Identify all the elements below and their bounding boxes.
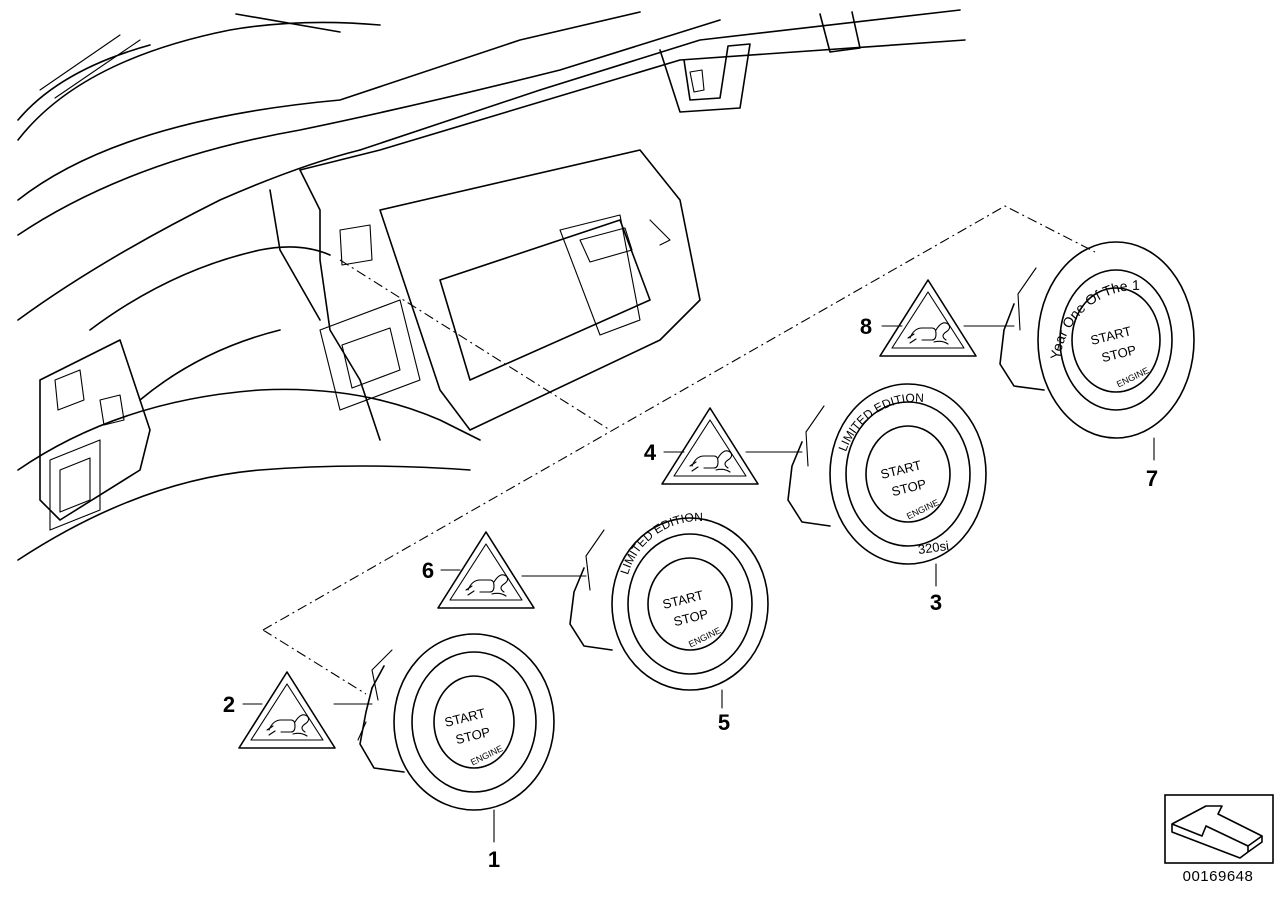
dashboard-illustration: [17, 9, 966, 561]
callout-5: 5: [718, 710, 730, 735]
button-7-stop-label: STOP: [1100, 342, 1138, 365]
button-7-engine-label: ENGINE: [1115, 365, 1150, 389]
orientation-arrow-icon: [1164, 794, 1274, 864]
diagram-reference-number: 00169648: [1182, 868, 1254, 885]
button-3-model-label: 320si: [917, 538, 950, 557]
group-frame: [262, 205, 1096, 695]
warning-label-6: [437, 531, 535, 609]
button-1-engine-label: ENGINE: [469, 743, 504, 767]
button-5-stop-label: STOP: [672, 606, 710, 629]
warning-label-4: [661, 407, 759, 485]
start-stop-button-7: Year One Of The 1 START STOP ENGINE: [999, 241, 1195, 439]
warning-label-2: [238, 671, 336, 749]
callout-3: 3: [930, 590, 942, 615]
callout-6: 6: [422, 558, 434, 583]
button-3-stop-label: STOP: [890, 476, 928, 499]
start-stop-button-3: LIMITED EDITION START STOP ENGINE 320si: [787, 383, 987, 565]
plug-icon: [689, 450, 733, 473]
callout-1: 1: [488, 847, 500, 872]
plug-icon: [907, 322, 951, 345]
callout-8: 8: [860, 314, 872, 339]
button-5-engine-label: ENGINE: [687, 625, 722, 649]
button-3-engine-label: ENGINE: [905, 497, 940, 521]
plug-icon: [266, 714, 310, 737]
callout-4: 4: [644, 440, 657, 465]
callout-2: 2: [223, 692, 235, 717]
leader-lines: [242, 325, 1155, 843]
start-stop-button-1: START STOP ENGINE: [357, 633, 555, 811]
plug-icon: [465, 574, 509, 597]
callout-7: 7: [1146, 466, 1158, 491]
button-1-stop-label: STOP: [454, 724, 492, 747]
button-3-limited-edition-label: LIMITED EDITION: [836, 391, 925, 453]
start-stop-button-5: LIMITED EDITION START STOP ENGINE: [569, 510, 769, 691]
warning-label-8: [879, 279, 977, 357]
